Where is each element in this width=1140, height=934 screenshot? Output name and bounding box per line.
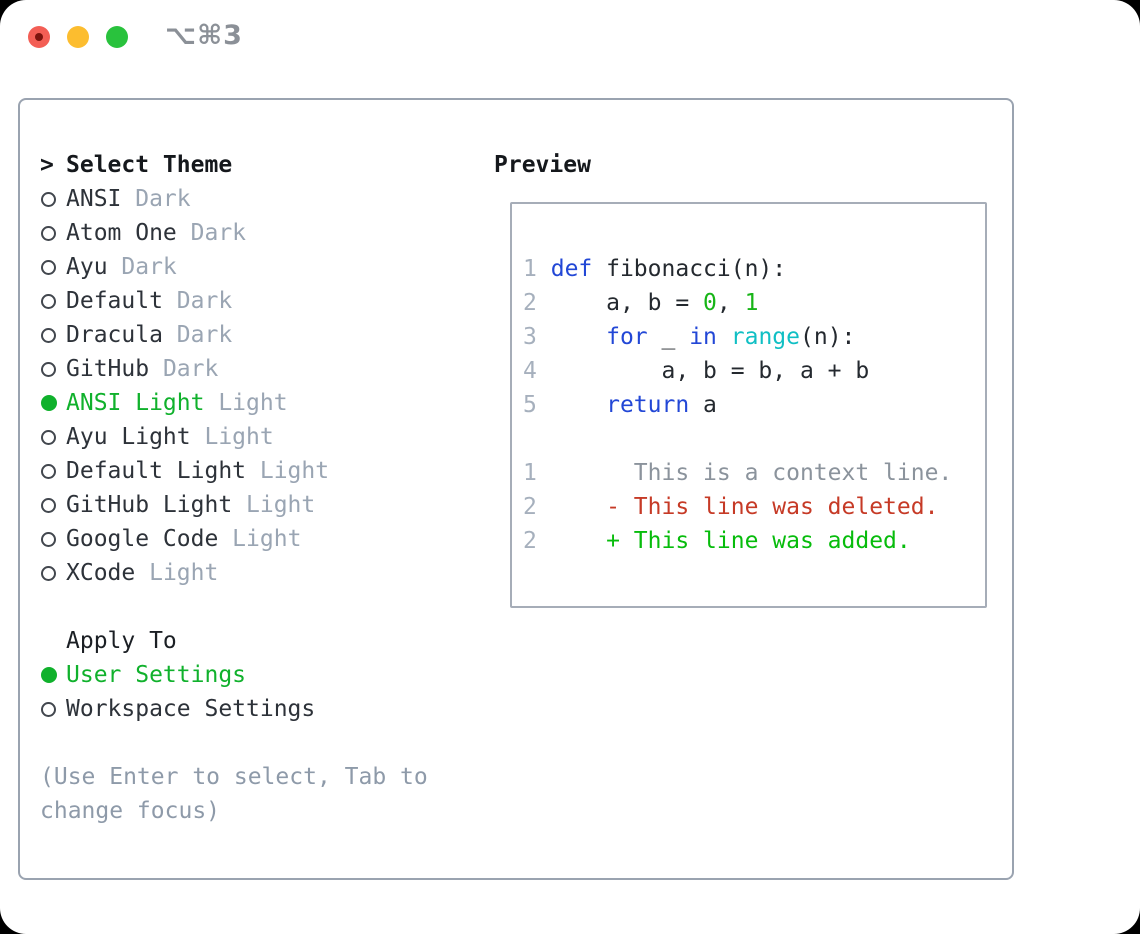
line-number: 4 xyxy=(523,358,537,384)
theme-option[interactable]: GitHub Dark xyxy=(40,352,428,386)
select-theme-title: Select Theme xyxy=(66,152,233,178)
radio-icon xyxy=(41,293,56,309)
diff-sample: 1 This is a context line. 2 - This line w… xyxy=(523,456,975,558)
theme-name: Default xyxy=(66,288,163,314)
spacer xyxy=(523,422,975,456)
radio-icon xyxy=(41,361,56,377)
code-line: 5 return a xyxy=(523,392,717,418)
apply-option[interactable]: Workspace Settings xyxy=(40,692,428,726)
radio-icon xyxy=(41,327,56,343)
radio-icon xyxy=(41,429,56,445)
radio-icon xyxy=(41,531,56,547)
theme-variant: Dark xyxy=(149,356,219,382)
radio-icon xyxy=(41,497,56,513)
theme-name: Ayu xyxy=(66,254,108,280)
theme-option[interactable]: Atom One Dark xyxy=(40,216,428,250)
theme-variant: Dark xyxy=(162,288,233,314)
theme-name: Google Code xyxy=(66,526,219,552)
theme-variant: Light xyxy=(232,492,316,518)
line-number: 1 xyxy=(523,256,537,282)
code-sample: 1 def fibonacci(n): 2 a, b = 0, 1 3 for _ … xyxy=(523,252,975,422)
line-number: 5 xyxy=(523,392,537,418)
theme-option[interactable]: ANSI Light Light xyxy=(40,386,428,420)
theme-option[interactable]: Dracula Dark xyxy=(40,318,428,352)
theme-variant: Dark xyxy=(107,254,177,280)
theme-name: Default Light xyxy=(66,458,247,484)
apply-option-label: User Settings xyxy=(66,662,247,688)
radio-selected-icon xyxy=(41,395,57,411)
theme-name: Ayu Light xyxy=(66,424,191,450)
radio-icon xyxy=(41,463,56,479)
diff-line: 1 This is a context line. xyxy=(523,460,953,486)
preview-title: Preview xyxy=(494,152,591,178)
line-number: 2 xyxy=(523,290,537,316)
theme-option[interactable]: Ayu Light Light xyxy=(40,420,428,454)
theme-option[interactable]: ANSI Dark xyxy=(40,182,428,216)
radio-icon xyxy=(41,225,56,241)
theme-option[interactable]: Default Light Light xyxy=(40,454,428,488)
preview-box: 1 def fibonacci(n): 2 a, b = 0, 1 3 for _ … xyxy=(510,202,987,608)
line-number: 3 xyxy=(523,324,537,350)
line-number: 2 xyxy=(523,494,537,520)
theme-variant: Light xyxy=(204,390,288,416)
theme-option[interactable]: XCode Light xyxy=(40,556,428,590)
theme-variant: Light xyxy=(190,424,274,450)
code-line: 3 for _ in range(n): xyxy=(523,324,856,350)
theme-variant: Light xyxy=(218,526,302,552)
apply-option[interactable]: User Settings xyxy=(40,658,428,692)
prompt-icon: > xyxy=(40,152,54,178)
theme-variant: Dark xyxy=(162,322,233,348)
theme-option[interactable]: GitHub Light Light xyxy=(40,488,428,522)
code-line: 2 a, b = 0, 1 xyxy=(523,290,759,316)
select-theme-header: > Select Theme xyxy=(40,148,428,182)
titlebar: ⌥⌘3 xyxy=(0,0,1140,74)
theme-name: Dracula xyxy=(66,322,163,348)
minimize-button[interactable] xyxy=(67,26,89,48)
unsaved-dot-icon xyxy=(35,33,43,41)
theme-name: XCode xyxy=(66,560,136,586)
apply-to-title: Apply To xyxy=(66,628,177,654)
zoom-button[interactable] xyxy=(106,26,128,48)
spacer xyxy=(40,590,428,624)
window-shortcut-label: ⌥⌘3 xyxy=(165,20,243,51)
theme-name: ANSI Light xyxy=(66,390,205,416)
radio-icon xyxy=(41,565,56,581)
theme-option[interactable]: Default Dark xyxy=(40,284,428,318)
theme-name: GitHub xyxy=(66,356,150,382)
radio-selected-icon xyxy=(41,667,57,683)
diff-line: 2 - This line was deleted. xyxy=(523,494,939,520)
close-button[interactable] xyxy=(28,26,50,48)
help-text-line1: (Use Enter to select, Tab to xyxy=(40,764,428,790)
theme-name: ANSI xyxy=(66,186,122,212)
diff-line: 2 + This line was added. xyxy=(523,528,911,554)
radio-icon xyxy=(41,701,56,717)
theme-variant: Light xyxy=(246,458,330,484)
code-line: 1 def fibonacci(n): xyxy=(523,256,787,282)
theme-variant: Dark xyxy=(176,220,247,246)
help-text-line2: change focus) xyxy=(40,798,221,824)
line-number: 2 xyxy=(523,528,537,554)
theme-variant: Dark xyxy=(121,186,191,212)
radio-icon xyxy=(41,259,56,275)
theme-option[interactable]: Ayu Dark xyxy=(40,250,428,284)
theme-option[interactable]: Google Code Light xyxy=(40,522,428,556)
radio-icon xyxy=(41,191,56,207)
theme-name: Atom One xyxy=(66,220,177,246)
spacer xyxy=(40,726,428,760)
theme-name: GitHub Light xyxy=(66,492,233,518)
theme-variant: Light xyxy=(135,560,219,586)
code-line: 4 a, b = b, a + b xyxy=(523,358,870,384)
apply-option-label: Workspace Settings xyxy=(66,696,316,722)
line-number: 1 xyxy=(523,460,537,486)
